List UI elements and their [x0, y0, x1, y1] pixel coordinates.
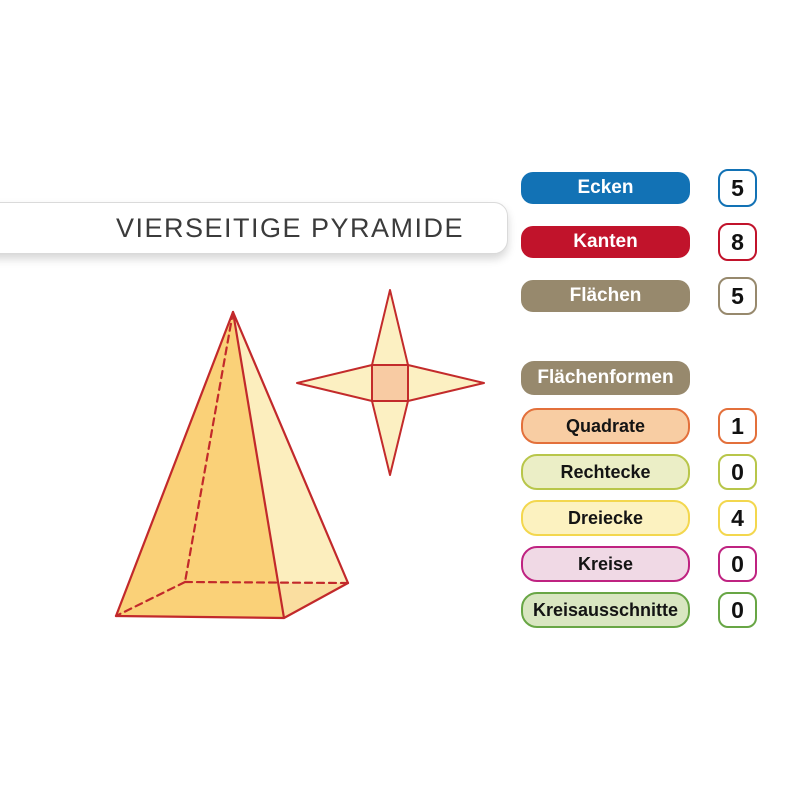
net-triangle-top — [371, 289, 409, 366]
quadrate-button[interactable]: Quadrate — [521, 408, 690, 444]
pyramid-net-figure — [296, 289, 485, 476]
rechtecke-label: Rechtecke — [560, 461, 651, 482]
kanten-count-field[interactable]: 8 — [718, 223, 757, 261]
pyramid-left-face — [116, 312, 284, 618]
flaechen-count-field[interactable]: 5 — [718, 277, 757, 315]
ecken-count-value: 5 — [731, 174, 744, 201]
dreiecke-count-value: 4 — [731, 504, 744, 531]
dreiecke-button[interactable]: Dreiecke — [521, 500, 690, 536]
kanten-button[interactable]: Kanten — [521, 226, 690, 258]
kreise-button[interactable]: Kreise — [521, 546, 690, 582]
net-square-base — [371, 364, 409, 402]
kreisausschnitte-count-value: 0 — [731, 596, 744, 623]
quadrate-count-field[interactable]: 1 — [718, 408, 757, 444]
dreiecke-label: Dreiecke — [567, 507, 644, 528]
ecken-button[interactable]: Ecken — [521, 172, 690, 204]
page-title: VIERSEITIGE PYRAMIDE — [115, 212, 465, 243]
pyramid-hidden-edges — [114, 310, 350, 618]
ecken-count-field[interactable]: 5 — [718, 169, 757, 207]
flaechenformen-header: Flächenformen — [521, 361, 690, 395]
rechtecke-count-value: 0 — [731, 458, 744, 485]
kreisausschnitte-count-field[interactable]: 0 — [718, 592, 757, 628]
kanten-count-value: 8 — [731, 228, 744, 255]
flaechenformen-label: Flächenformen — [537, 367, 674, 388]
pyramid-3d-figure — [114, 310, 350, 620]
kreisausschnitte-button[interactable]: Kreisausschnitte — [521, 592, 690, 628]
kanten-label: Kanten — [573, 231, 638, 252]
quadrate-label: Quadrate — [565, 415, 646, 436]
flaechen-count-value: 5 — [731, 282, 744, 309]
net-triangle-bottom — [371, 400, 409, 476]
ecken-label: Ecken — [577, 177, 634, 198]
title-card: VIERSEITIGE PYRAMIDE — [0, 202, 508, 254]
kreisausschnitte-label: Kreisausschnitte — [532, 599, 679, 620]
rechtecke-button[interactable]: Rechtecke — [521, 454, 690, 490]
quadrate-count-value: 1 — [731, 412, 744, 439]
kreise-count-field[interactable]: 0 — [718, 546, 757, 582]
rechtecke-count-field[interactable]: 0 — [718, 454, 757, 490]
kreise-count-value: 0 — [731, 550, 744, 577]
pyramid-right-face — [233, 312, 348, 618]
flaechen-button[interactable]: Flächen — [521, 280, 690, 312]
kreise-label: Kreise — [577, 553, 634, 574]
flaechen-label: Flächen — [569, 285, 642, 306]
net-triangle-right — [407, 364, 485, 402]
net-triangle-left — [296, 364, 373, 402]
dreiecke-count-field[interactable]: 4 — [718, 500, 757, 536]
